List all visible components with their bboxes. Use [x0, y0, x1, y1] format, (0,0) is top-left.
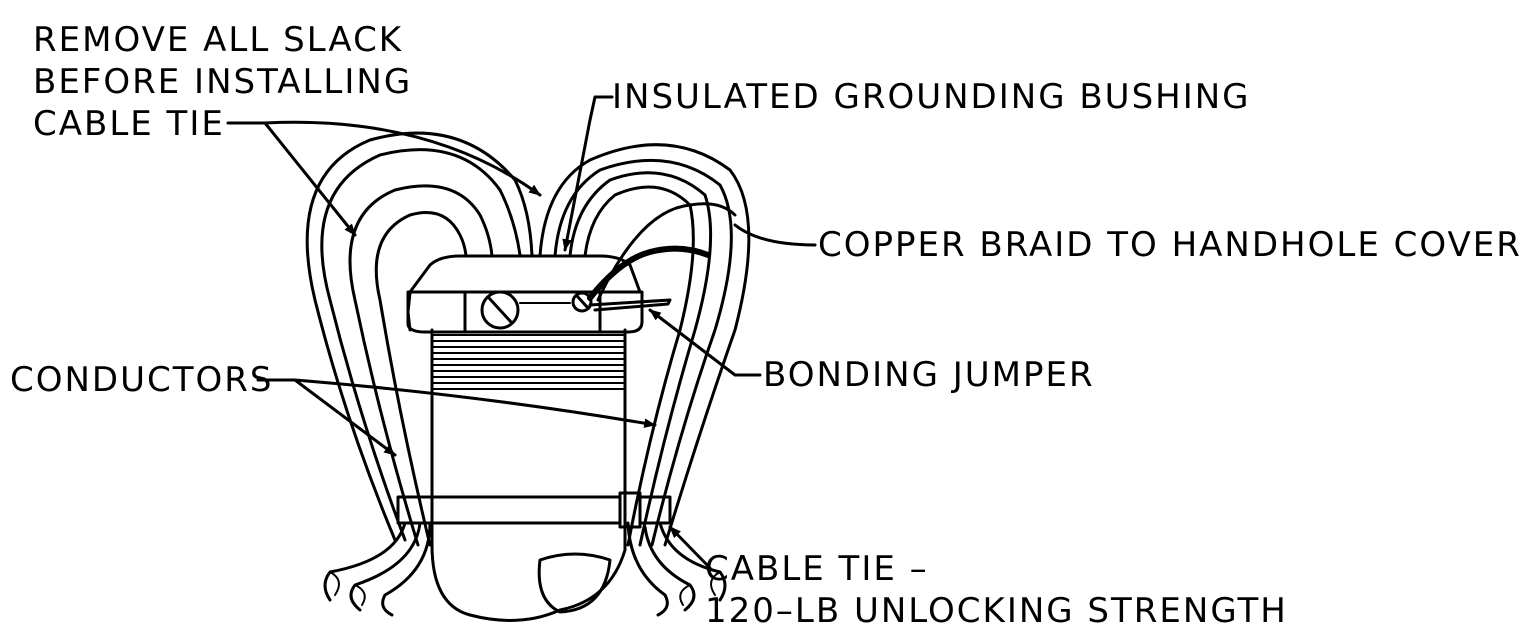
lug-screw-large: [480, 290, 520, 330]
label-conductors: CONDUCTORS: [10, 360, 274, 400]
insulated-grounding-bushing: [406, 254, 644, 334]
label-cable-tie-line-2: 120–LB UNLOCKING STRENGTH: [705, 591, 1288, 631]
label-remove-slack-line-2: BEFORE INSTALLING: [33, 62, 413, 102]
copper-braid: [587, 202, 737, 302]
conductor-cut-ends-left: [323, 521, 432, 617]
label-remove-slack-line-3: CABLE TIE: [33, 104, 225, 144]
leader-lines: [226, 95, 817, 570]
label-copper-braid: COPPER BRAID TO HANDHOLE COVER: [818, 225, 1522, 265]
bonding-jumper-wire: [588, 298, 672, 312]
left-conductors: [305, 131, 534, 547]
cable-tie-band: [396, 491, 672, 529]
conduit: [430, 328, 627, 622]
conduit-threads: [431, 334, 626, 390]
label-cable-tie-line-1: CABLE TIE –: [705, 549, 929, 589]
right-conductors: [538, 143, 751, 547]
label-insulated-grounding-bushing: INSULATED GROUNDING BUSHING: [612, 77, 1251, 117]
conductor-cut-ends-right: [626, 521, 727, 617]
lug-screw-small: [571, 291, 593, 313]
conduit-bottom-cap: [537, 552, 612, 614]
label-remove-slack-line-1: REMOVE ALL SLACK: [33, 20, 404, 60]
label-bonding-jumper: BONDING JUMPER: [763, 355, 1095, 395]
